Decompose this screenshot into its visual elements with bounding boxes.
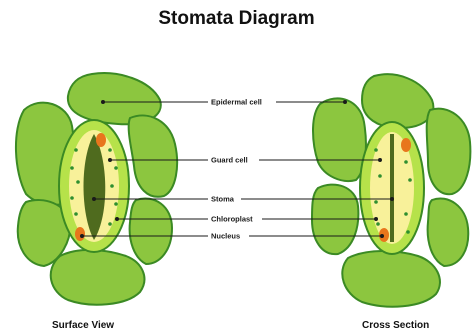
leader-dot bbox=[101, 100, 105, 104]
cross-section-view bbox=[312, 74, 470, 306]
caption-surface-view: Surface View bbox=[52, 320, 114, 331]
epidermal-cell bbox=[362, 74, 433, 128]
chloroplast-dot bbox=[110, 184, 114, 188]
chloroplast-dot bbox=[114, 166, 118, 170]
chloroplast-dot bbox=[114, 202, 118, 206]
nucleus bbox=[401, 138, 411, 152]
epidermal-cell bbox=[428, 198, 469, 266]
epidermal-cell bbox=[130, 198, 172, 264]
epidermal-cell bbox=[313, 98, 366, 181]
chloroplast-dot bbox=[74, 212, 78, 216]
nucleus bbox=[96, 133, 106, 147]
nucleus bbox=[75, 227, 85, 241]
leader-dot bbox=[374, 217, 378, 221]
chloroplast-dot bbox=[406, 230, 410, 234]
leader-dot bbox=[343, 100, 347, 104]
chloroplast-dot bbox=[376, 222, 380, 226]
chloroplast-dot bbox=[108, 148, 112, 152]
chloroplast-dot bbox=[374, 200, 378, 204]
leader-dot bbox=[378, 158, 382, 162]
chloroplast-dot bbox=[70, 166, 74, 170]
label-chloroplast: Chloroplast bbox=[211, 215, 253, 224]
epidermal-cell bbox=[51, 250, 145, 305]
label-guard-cell: Guard cell bbox=[211, 156, 248, 165]
label-stoma: Stoma bbox=[211, 195, 235, 204]
leader-dot bbox=[80, 234, 84, 238]
leader-dot bbox=[92, 197, 96, 201]
leader-dot bbox=[115, 217, 119, 221]
epidermal-cell bbox=[427, 109, 471, 195]
label-epidermal-cell: Epidermal cell bbox=[211, 98, 262, 107]
epidermal-cell bbox=[129, 116, 177, 197]
chloroplast-dot bbox=[404, 212, 408, 216]
chloroplast-dot bbox=[74, 148, 78, 152]
chloroplast-dot bbox=[404, 160, 408, 164]
chloroplast-dot bbox=[108, 222, 112, 226]
caption-cross-section: Cross Section bbox=[362, 320, 429, 331]
chloroplast-dot bbox=[408, 178, 412, 182]
label-nucleus: Nucleus bbox=[211, 232, 240, 241]
chloroplast-dot bbox=[76, 180, 80, 184]
epidermal-cell bbox=[342, 251, 440, 307]
surface-view bbox=[16, 73, 177, 305]
leader-dot bbox=[108, 158, 112, 162]
chloroplast-dot bbox=[374, 148, 378, 152]
leader-dot bbox=[380, 234, 384, 238]
chloroplast-dot bbox=[70, 196, 74, 200]
leader-dot bbox=[390, 197, 394, 201]
chloroplast-dot bbox=[378, 174, 382, 178]
